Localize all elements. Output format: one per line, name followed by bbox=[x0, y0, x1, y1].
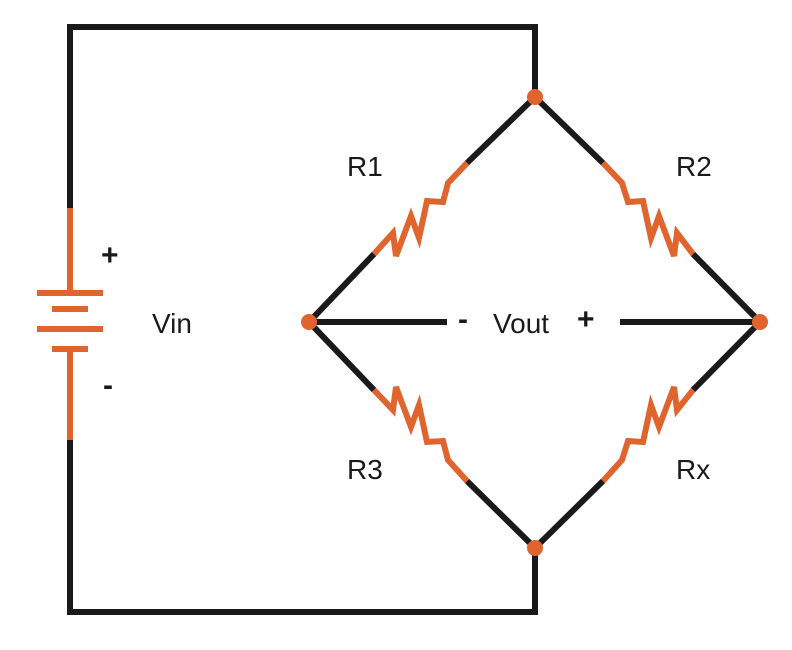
node-left bbox=[301, 314, 317, 330]
wire-r3-upper bbox=[306, 319, 377, 393]
label-r2: R2 bbox=[676, 151, 712, 182]
resistor-r2 bbox=[600, 160, 696, 258]
wire-r2-upper bbox=[532, 94, 606, 166]
node-right bbox=[752, 314, 768, 330]
wire-r3-lower bbox=[464, 478, 538, 551]
wire-r1-upper bbox=[464, 94, 538, 166]
wire-rx-lower bbox=[532, 478, 606, 551]
resistor-r1 bbox=[371, 160, 470, 258]
wire-r1-lower bbox=[306, 251, 377, 325]
wire-r2-lower bbox=[690, 251, 763, 325]
label-vout: Vout bbox=[493, 308, 549, 339]
output-plus-sign: + bbox=[577, 303, 595, 336]
wire-bottom-loop bbox=[67, 440, 538, 615]
resistor-r3 bbox=[371, 385, 470, 484]
source-plus-sign: + bbox=[101, 239, 119, 272]
nodes bbox=[301, 89, 768, 556]
source-minus-sign: - bbox=[103, 369, 113, 402]
battery-symbol bbox=[37, 208, 103, 440]
label-vin: Vin bbox=[152, 308, 192, 339]
resistor-rx bbox=[600, 385, 696, 484]
wire-rx-upper bbox=[690, 319, 763, 393]
node-bottom bbox=[527, 540, 543, 556]
label-r3: R3 bbox=[347, 454, 383, 485]
node-top bbox=[527, 89, 543, 105]
output-minus-sign: - bbox=[458, 303, 468, 336]
label-r1: R1 bbox=[347, 151, 383, 182]
wiring bbox=[67, 24, 763, 615]
label-rx: Rx bbox=[676, 454, 710, 485]
wire-top-loop bbox=[67, 24, 538, 208]
